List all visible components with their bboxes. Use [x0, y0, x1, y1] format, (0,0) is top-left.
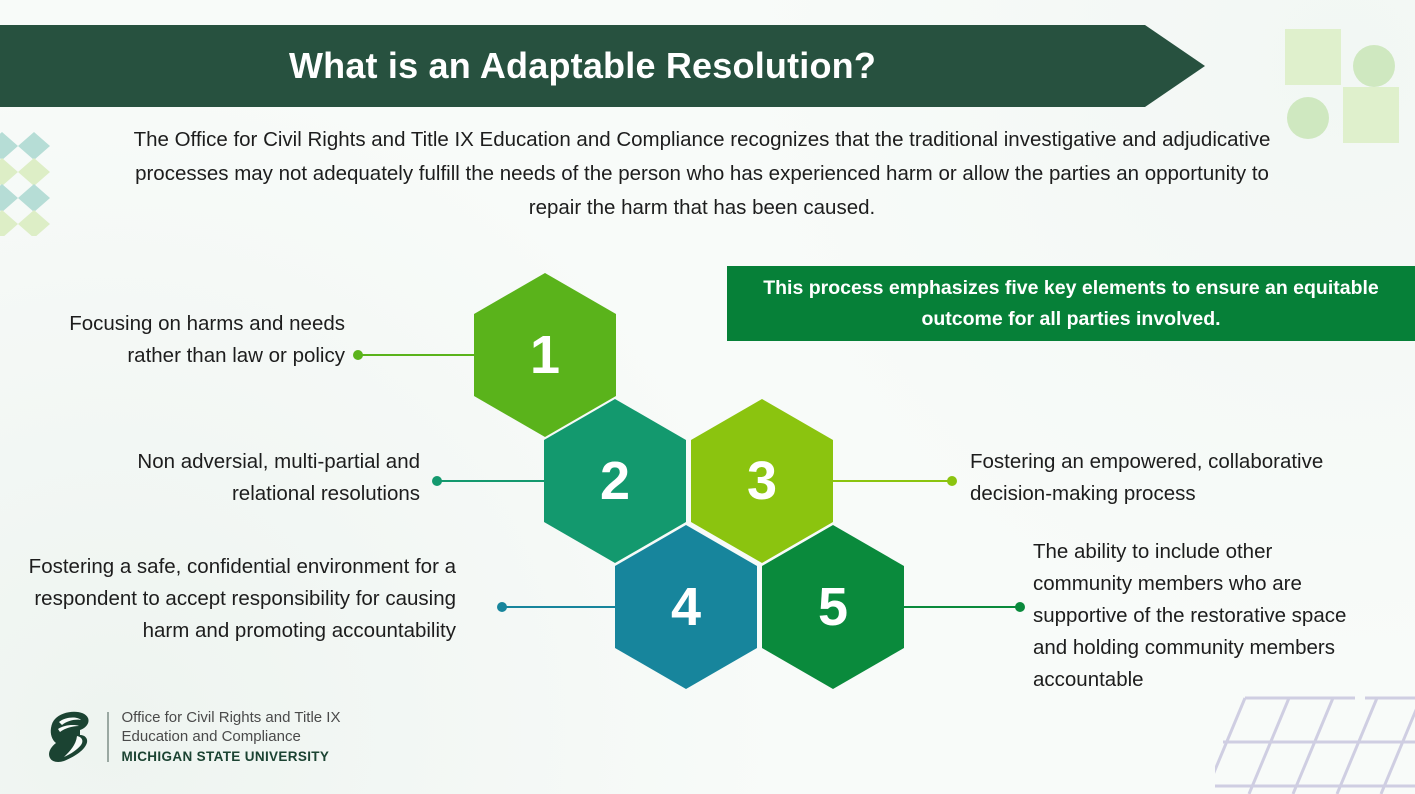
header-banner: What is an Adaptable Resolution? [0, 25, 1205, 107]
decor-square-bottom [1343, 87, 1399, 143]
step-5-label: The ability to include other community m… [1033, 540, 1347, 691]
page-title: What is an Adaptable Resolution? [288, 45, 877, 86]
connector-2 [432, 476, 556, 486]
hexagon-4-number: 4 [670, 577, 702, 637]
step-3-label: Fostering an empowered, collaborative de… [970, 450, 1324, 505]
wave-decoration-icon [0, 132, 50, 236]
footer-office-line1: Office for Civil Rights and Title IX [121, 709, 341, 726]
callout-box: This process emphasizes five key element… [727, 266, 1415, 341]
step-4-label: Fostering a safe, confidential environme… [28, 555, 456, 642]
step-1-label: Focusing on harms and needs rather than … [69, 312, 345, 367]
connector-3 [833, 476, 957, 486]
intro-paragraph: The Office for Civil Rights and Title IX… [133, 128, 1271, 219]
hexagon-1-number: 1 [529, 325, 561, 385]
corner-blocks-decoration [1283, 25, 1415, 155]
spartan-helmet-icon [49, 711, 89, 762]
lattice-decoration-icon [1215, 696, 1415, 794]
decor-circle-top [1353, 45, 1395, 87]
hexagon-2-number: 2 [599, 451, 631, 511]
footer-university: MICHIGAN STATE UNIVERSITY [121, 749, 330, 764]
hexagon-5-number: 5 [817, 577, 849, 637]
connector-1 [353, 350, 486, 360]
connector-5 [904, 602, 1025, 612]
footer-divider [107, 712, 109, 762]
hexagon-3-number: 3 [746, 451, 778, 511]
connector-4 [497, 602, 633, 612]
callout-text: This process emphasizes five key element… [763, 276, 1379, 330]
decor-square-top [1285, 29, 1341, 85]
step-2-label: Non adversial, multi-partial and relatio… [137, 450, 420, 505]
footer-logo-lockup: Office for Civil Rights and Title IX Edu… [46, 708, 340, 766]
footer-office-line2: Education and Compliance [121, 728, 301, 745]
decor-circle-bottom [1287, 97, 1329, 139]
